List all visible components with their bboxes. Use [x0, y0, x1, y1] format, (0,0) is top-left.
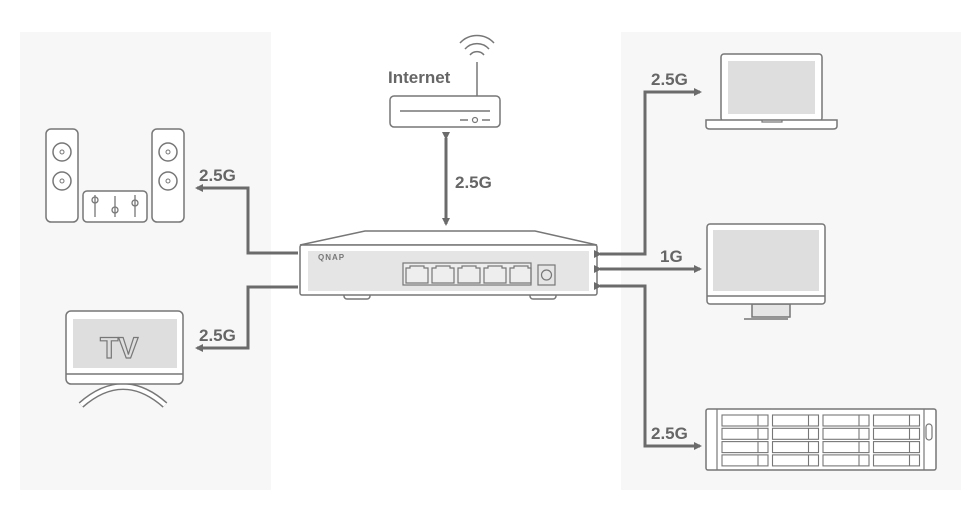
nas-drive-bay [822, 441, 870, 454]
nas-link-line [594, 282, 702, 450]
nas-drive-bay [822, 414, 870, 427]
nas-drive-bay [822, 454, 870, 467]
nas-drive-bay [721, 454, 769, 467]
qnap-switch-icon [299, 230, 598, 300]
nas-drive-bay [771, 427, 820, 440]
nas-drive-bay [721, 414, 769, 427]
nas-icon [705, 408, 937, 471]
nas-link-speed: 2.5G [651, 424, 688, 443]
nas-drive-bay [872, 427, 921, 440]
router-link-speed: 2.5G [455, 173, 492, 192]
router-icon [389, 34, 501, 128]
laptop-icon [705, 53, 838, 130]
tv-text: TV [100, 332, 138, 365]
stereo-link-speed: 2.5G [199, 166, 236, 185]
stereo-link-line [195, 184, 298, 255]
left-panel [20, 32, 271, 490]
tv-link-line [195, 285, 298, 352]
nas-drive-bay [721, 441, 769, 454]
monitor-link-speed: 1G [660, 247, 683, 266]
laptop-link-speed: 2.5G [651, 70, 688, 89]
nas-drive-bay [872, 414, 921, 427]
tv-link-speed: 2.5G [199, 326, 236, 345]
nas-drive-bay [872, 454, 921, 467]
nas-drive-bay [771, 414, 820, 427]
switch-brand: QNAP [318, 253, 345, 262]
nas-drive-bay [721, 427, 769, 440]
internet-label: Internet [388, 68, 451, 87]
nas-drive-bay [822, 427, 870, 440]
monitor-icon [706, 223, 826, 320]
tv-icon [65, 310, 184, 408]
laptop-link-line [594, 88, 702, 258]
nas-drive-bay [771, 441, 820, 454]
nas-drive-bay [771, 454, 820, 467]
nas-drive-bay [872, 441, 921, 454]
stereo-icon [45, 128, 185, 223]
